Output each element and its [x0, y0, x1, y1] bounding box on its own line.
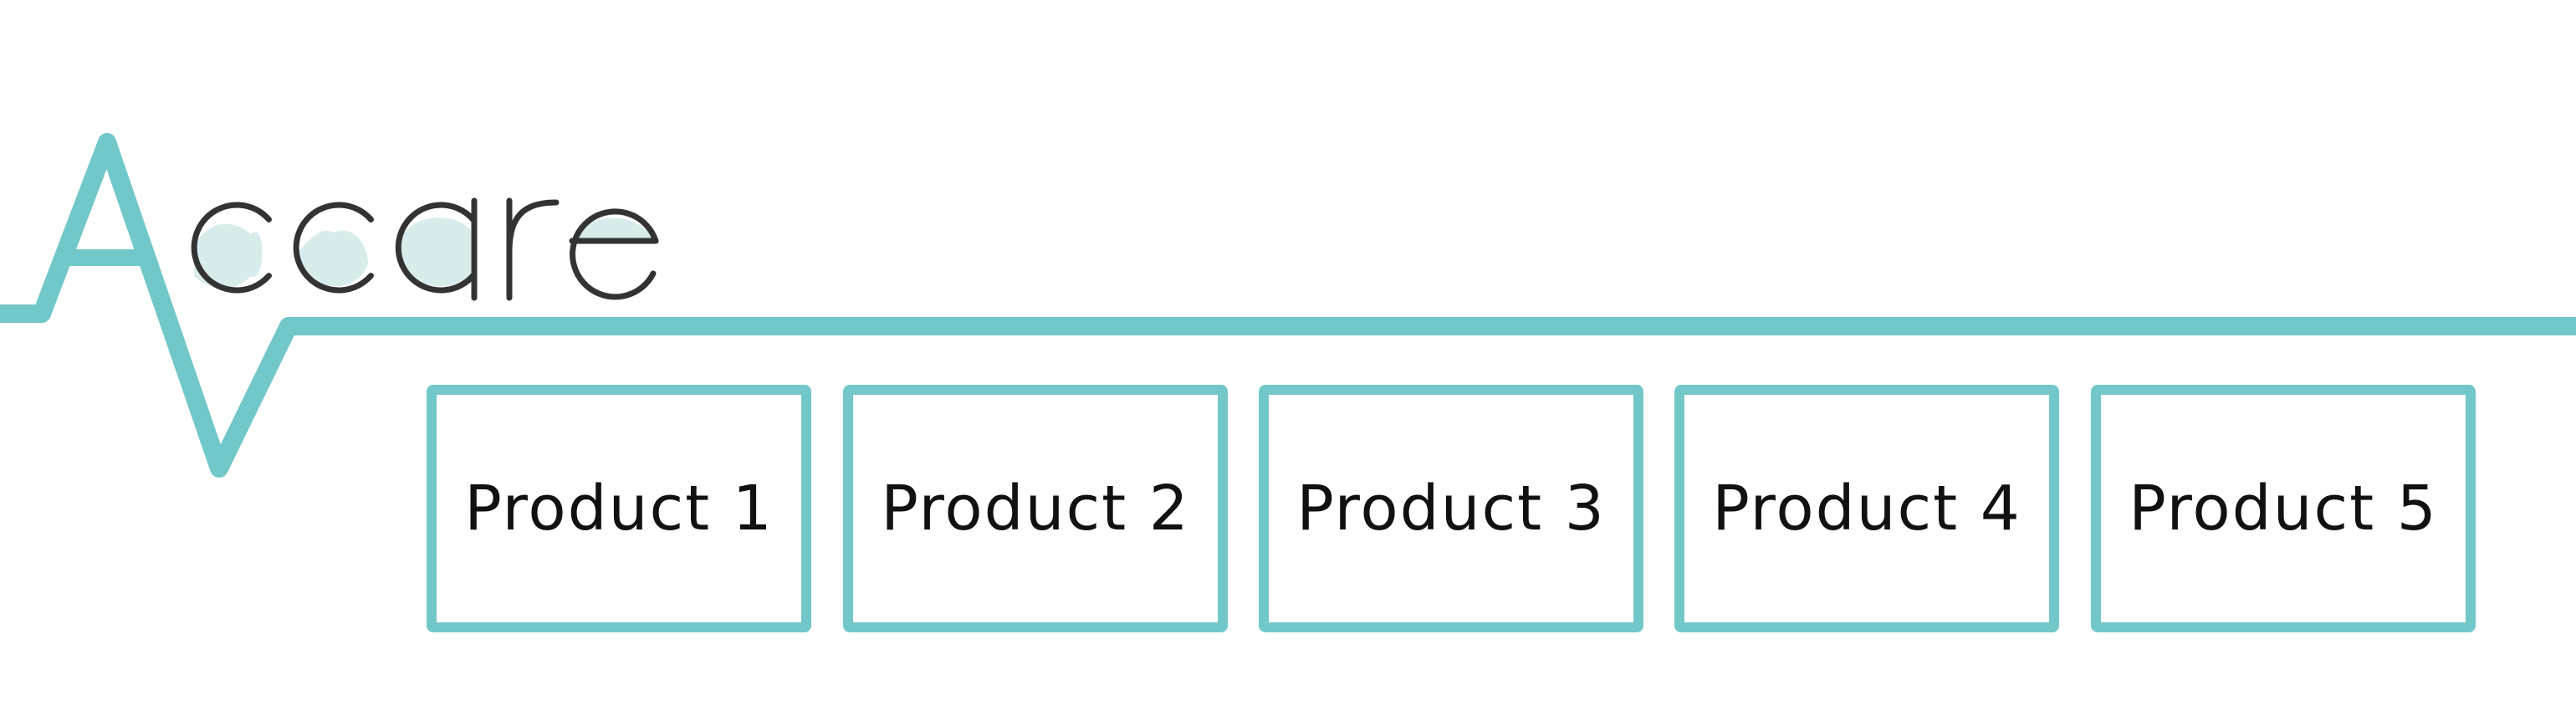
product-1-label: Product 1	[464, 473, 774, 545]
product-3-label: Product 3	[1296, 473, 1606, 545]
logo-letter-c2	[293, 202, 374, 294]
product-1-button[interactable]: Product 1	[427, 385, 811, 632]
product-4-label: Product 4	[1712, 473, 2021, 545]
product-5-label: Product 5	[2129, 473, 2438, 545]
heartbeat-line	[0, 133, 2576, 478]
logo-letter-c1	[191, 202, 272, 294]
logo-letter-e	[569, 208, 659, 300]
logo-letter-a	[395, 197, 478, 301]
product-2-label: Product 2	[881, 473, 1190, 545]
product-5-button[interactable]: Product 5	[2091, 385, 2476, 632]
product-2-button[interactable]: Product 2	[843, 385, 1228, 632]
product-3-button[interactable]: Product 3	[1259, 385, 1643, 632]
logo-letter-r	[506, 197, 560, 301]
product-4-button[interactable]: Product 4	[1674, 385, 2059, 632]
